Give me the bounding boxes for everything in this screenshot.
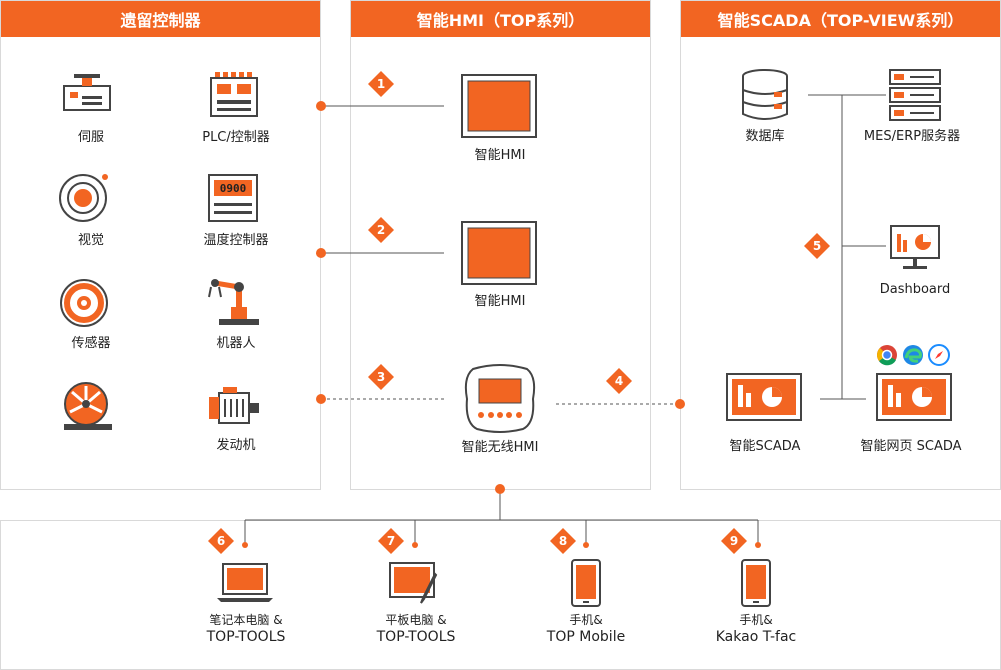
motor-icon <box>207 383 263 437</box>
laptop-label-line1: 笔记本电脑 & <box>209 613 283 627</box>
tablet-icon <box>388 561 442 609</box>
servo-label: 伺服 <box>77 130 105 145</box>
phone-2-icon <box>741 559 771 611</box>
hmi-1-icon <box>461 74 537 142</box>
edge-icon <box>903 345 923 365</box>
step-badge-2: 2 <box>368 217 394 243</box>
step-badge-5: 5 <box>804 233 830 259</box>
robot-label: 机器人 <box>216 336 256 351</box>
database-label: 数据库 <box>745 129 785 144</box>
phone-1-label-line1: 手机& <box>569 613 603 627</box>
hmi-1-label: 智能HMI <box>474 148 526 163</box>
plc-icon <box>209 70 259 122</box>
servo-icon <box>62 72 112 116</box>
legacy-panel: 遗留控制器 <box>0 0 321 490</box>
wireless-hmi-icon <box>463 363 537 437</box>
step-badge-8: 8 <box>550 528 576 554</box>
step-badge-4: 4 <box>606 368 632 394</box>
legacy-panel-title: 遗留控制器 <box>1 1 320 37</box>
chrome-icon <box>877 345 897 366</box>
server-label: MES/ERP服务器 <box>863 129 961 144</box>
scada-panel-title: 智能SCADA（TOP-VIEW系列） <box>681 1 1000 37</box>
dashboard-icon <box>889 224 941 276</box>
step-badge-1: 1 <box>368 71 394 97</box>
step-badge-7: 7 <box>378 528 404 554</box>
sensor-icon <box>58 277 110 333</box>
step-badge-9: 9 <box>721 528 747 554</box>
hmi-2-icon <box>461 221 537 289</box>
smart-scada-icon <box>726 373 802 425</box>
laptop-label-line2: TOP-TOOLS <box>206 629 286 645</box>
fan-icon <box>60 380 116 436</box>
step-badge-6: 6 <box>208 528 234 554</box>
tablet-label-line2: TOP-TOOLS <box>376 629 456 645</box>
database-icon <box>740 68 790 126</box>
browser-icons <box>876 344 952 370</box>
step-badge-3: 3 <box>368 364 394 390</box>
laptop-icon <box>217 562 273 608</box>
vision-label: 视觉 <box>77 233 105 248</box>
tablet-label-line1: 平板电脑 & <box>385 613 447 627</box>
hmi-2-label: 智能HMI <box>474 294 526 309</box>
phone-2-label-line2: Kakao T-fac <box>715 629 797 645</box>
web-scada-label: 智能网页 SCADA <box>860 439 962 454</box>
hmi-panel-title: 智能HMI（TOP系列） <box>351 1 650 37</box>
safari-icon <box>928 344 950 366</box>
motor-label: 发动机 <box>216 438 256 453</box>
temp-controller-icon: 0900 <box>207 173 259 227</box>
phone-2-label-line1: 手机& <box>739 613 773 627</box>
wireless-hmi-label: 智能无线HMI <box>461 440 539 455</box>
dashboard-label: Dashboard <box>879 282 951 297</box>
smart-scada-label: 智能SCADA <box>729 439 801 454</box>
phone-1-label-line2: TOP Mobile <box>546 629 626 645</box>
server-icon <box>888 68 942 126</box>
web-scada-icon <box>876 373 952 425</box>
temp-label: 温度控制器 <box>203 233 269 248</box>
plc-label: PLC/控制器 <box>202 130 270 145</box>
sensor-label: 传感器 <box>71 336 111 351</box>
phone-1-icon <box>571 559 601 611</box>
vision-icon <box>58 172 110 228</box>
temp-display: 0900 <box>220 182 247 195</box>
robot-icon <box>205 275 261 331</box>
